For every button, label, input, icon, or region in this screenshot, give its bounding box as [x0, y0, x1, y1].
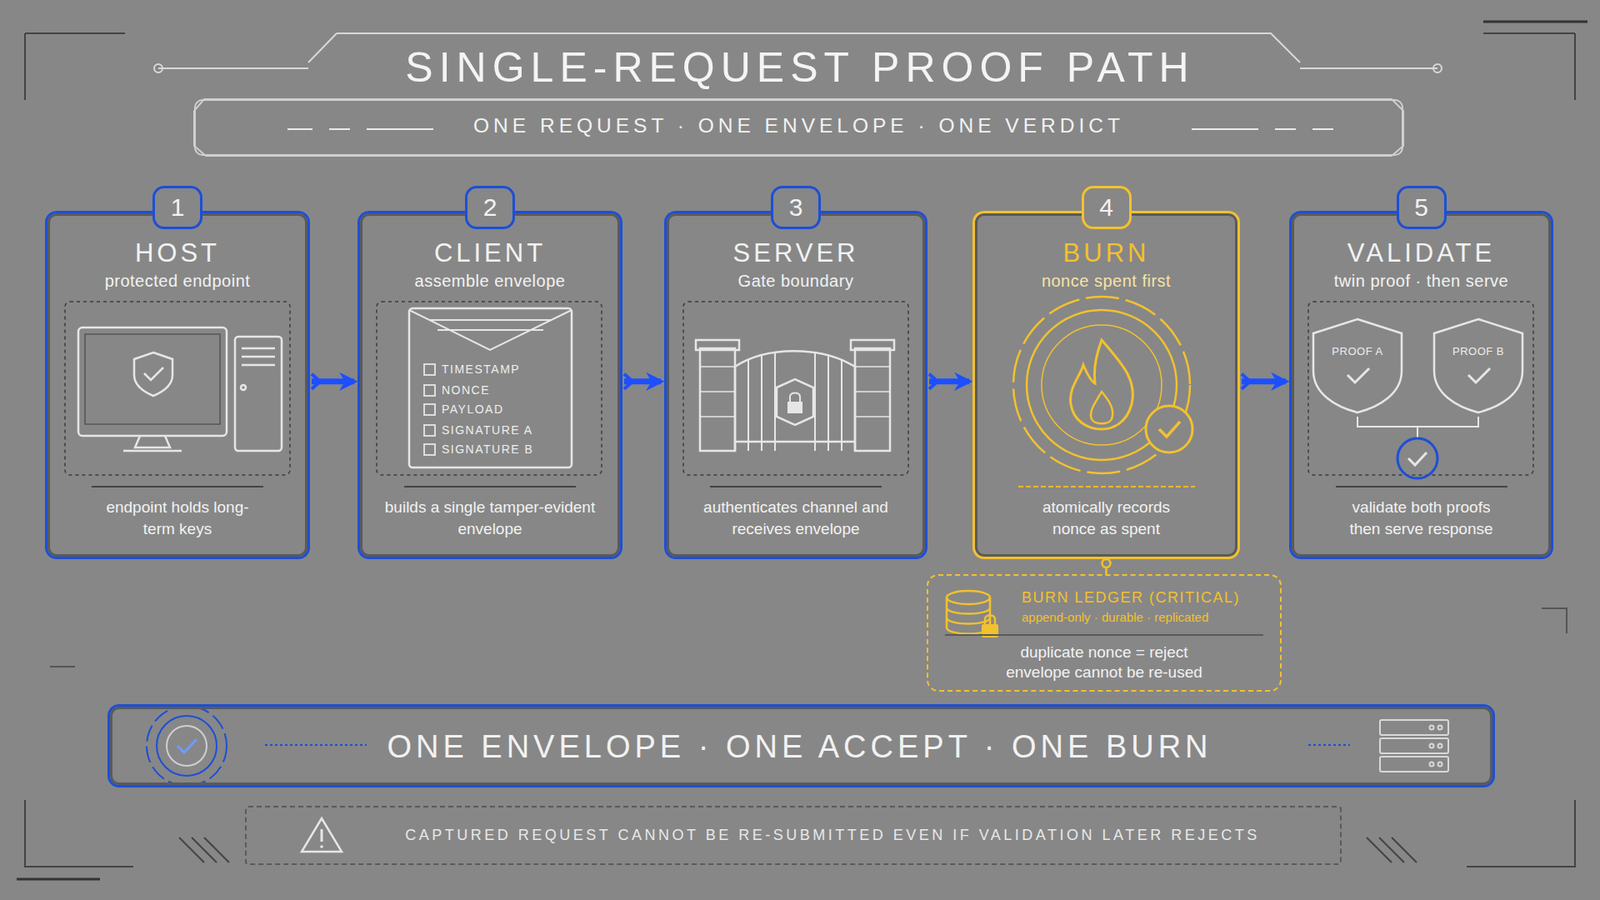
- step-box: 5VALIDATEtwin proof · then servevalidate…: [1289, 210, 1554, 560]
- proof-label: PROOF A: [1307, 345, 1408, 358]
- frame-lines: [16, 21, 1588, 880]
- arrow-tail: [929, 374, 938, 390]
- step-note: authenticates channel and receives envel…: [702, 496, 890, 540]
- panel-frames: [65, 301, 1534, 475]
- diagram-title: SINGLE-REQUEST PROOF PATH: [0, 43, 1600, 92]
- step-heading: CLIENT: [360, 238, 620, 269]
- band-icons: [146, 705, 1449, 863]
- field-label: PAYLOAD: [441, 402, 505, 416]
- separator: [1018, 485, 1195, 488]
- arrow-tail: [311, 374, 320, 390]
- ledger-note: duplicate nonce = reject envelope cannot…: [991, 642, 1217, 683]
- arrow-tail: [624, 374, 633, 390]
- computer-icon: [78, 327, 282, 451]
- ledger-box: BURN LEDGER (CRITICAL) append-only · dura…: [926, 574, 1282, 692]
- step-subtitle: nonce spent first: [975, 271, 1238, 291]
- field-label: SIGNATURE A: [441, 423, 534, 437]
- callout-number: 3: [770, 185, 821, 230]
- field-label: NONCE: [441, 383, 490, 397]
- proof-label: PROOF B: [1428, 345, 1529, 358]
- step-note: atomically records nonce as spent: [1025, 496, 1188, 540]
- step-box: 1HOSTprotected endpointendpoint holds lo…: [45, 210, 310, 560]
- step-note: builds a single tamper-evident envelope: [384, 496, 597, 540]
- step-heading: VALIDATE: [1291, 238, 1551, 269]
- step-note: endpoint holds long-term keys: [98, 496, 257, 540]
- step-subtitle: protected endpoint: [47, 271, 308, 291]
- connector: [624, 374, 661, 390]
- step-note: validate both proofs then serve response: [1335, 496, 1507, 540]
- arrow-tail: [1241, 374, 1250, 390]
- banner-band: CAPTURED REQUEST CANNOT BE RE-SUBMITTED …: [245, 805, 1342, 865]
- field-label: SIGNATURE B: [441, 442, 534, 456]
- step-subtitle: assemble envelope: [360, 271, 620, 291]
- callout-number: 2: [465, 185, 515, 230]
- step-box: 4BURNnonce spent firstatomically records…: [972, 210, 1240, 560]
- banner-band: ONE REQUEST · ONE ENVELOPE · ONE VERDICT: [194, 99, 1404, 156]
- separators: [91, 485, 1508, 488]
- field-label: TIMESTAMP: [441, 362, 520, 376]
- step-box: 3SERVERGate boundaryauthenticates channe…: [664, 210, 928, 560]
- step-subtitle: Gate boundary: [666, 271, 925, 291]
- proof-shields: [1313, 319, 1523, 479]
- ledger-subtitle: append-only · durable · replicated: [1021, 610, 1272, 625]
- ledger-divider: [945, 634, 1264, 636]
- gate-icon: [695, 340, 895, 451]
- connector: [929, 374, 970, 390]
- banner-text: ONE ENVELOPE · ONE ACCEPT · ONE BURN: [385, 729, 1215, 765]
- step-heading: SERVER: [666, 238, 925, 269]
- callout-number: 5: [1396, 185, 1447, 230]
- step-heading: HOST: [47, 238, 308, 269]
- connector-dot: [1102, 559, 1111, 568]
- connector: [1241, 374, 1286, 390]
- callout-number: 1: [152, 185, 203, 230]
- step-heading: BURN: [975, 238, 1238, 269]
- ledger-heading: BURN LEDGER (CRITICAL): [1021, 589, 1272, 607]
- banner-text: ONE REQUEST · ONE ENVELOPE · ONE VERDICT: [470, 114, 1127, 138]
- connector: [1102, 559, 1111, 575]
- connector: [311, 374, 355, 390]
- burn-icon: [1013, 296, 1193, 474]
- callout-number: 4: [1081, 185, 1132, 230]
- banner-text: CAPTURED REQUEST CANNOT BE RE-SUBMITTED …: [346, 826, 1319, 845]
- step-subtitle: twin proof · then serve: [1291, 271, 1551, 291]
- envelope-icon: [409, 308, 572, 468]
- banner-band: ONE ENVELOPE · ONE ACCEPT · ONE BURN: [107, 704, 1495, 788]
